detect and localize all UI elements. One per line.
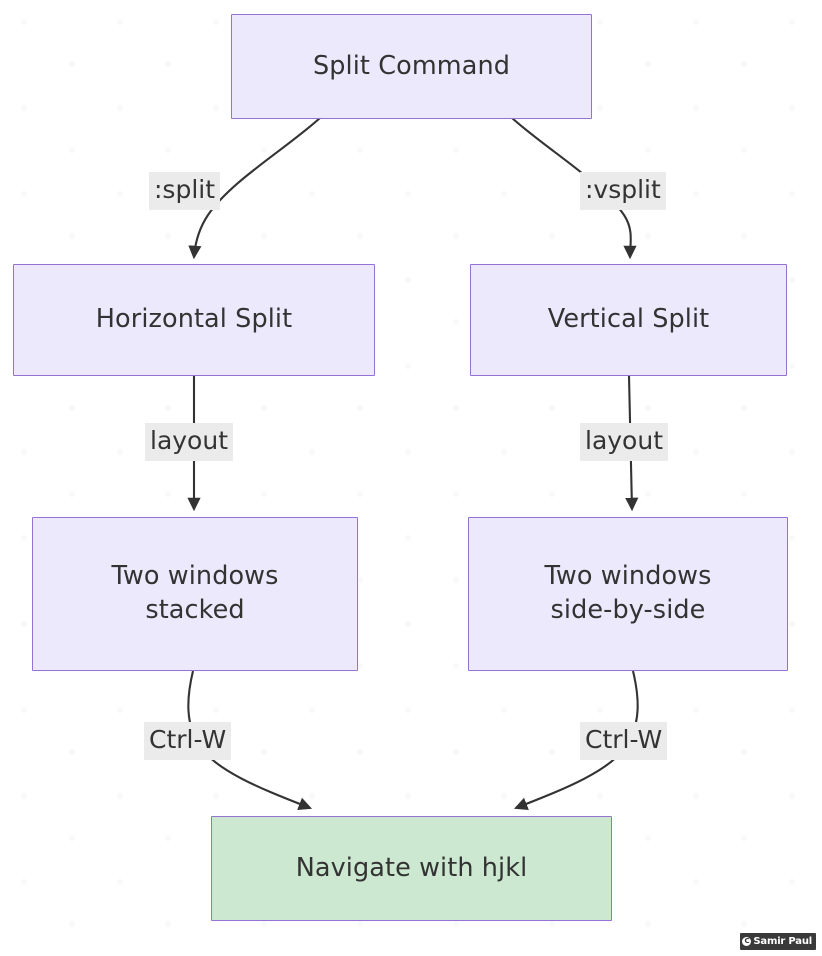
node-vertical-split[interactable]: Vertical Split xyxy=(470,264,787,376)
edge-label-layout-right: layout xyxy=(580,423,669,461)
node-navigate-with-hjkl[interactable]: Navigate with hjkl xyxy=(211,816,612,921)
watermark: C Samir Paul xyxy=(740,933,816,950)
edge-label-ctrl-w-right: Ctrl-W xyxy=(580,722,668,760)
copyright-icon: C xyxy=(742,937,752,946)
edge-label-ctrl-w-left: Ctrl-W xyxy=(144,722,232,760)
node-two-windows-stacked[interactable]: Two windows stacked xyxy=(32,517,358,671)
edge-label-layout-left: layout xyxy=(145,423,234,461)
node-horizontal-split[interactable]: Horizontal Split xyxy=(13,264,375,376)
node-split-command[interactable]: Split Command xyxy=(231,14,592,119)
watermark-text: Samir Paul xyxy=(753,936,812,947)
edge-label-vsplit: :vsplit xyxy=(580,172,666,210)
node-two-windows-side-by-side[interactable]: Two windows side-by-side xyxy=(468,517,788,671)
edge-label-split: :split xyxy=(149,172,221,210)
